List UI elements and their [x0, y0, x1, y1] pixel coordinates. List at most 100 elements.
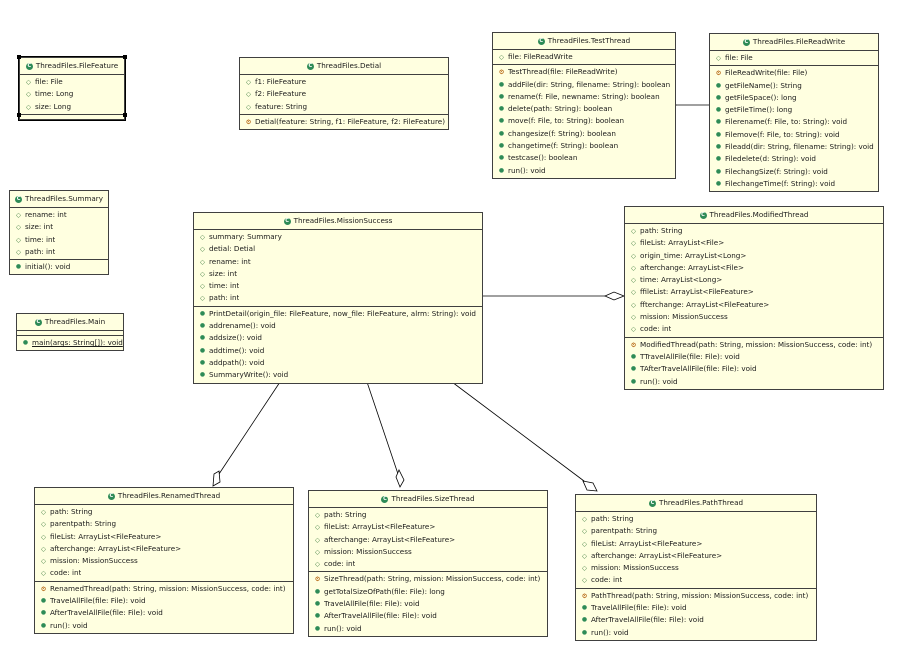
method-row[interactable]: ●testcase(): boolean: [493, 152, 675, 164]
attribute-row[interactable]: ◇ffterchange: ArrayList<FileFeature>: [625, 299, 883, 311]
attribute-row[interactable]: ◇code: int: [309, 558, 547, 570]
attribute-row[interactable]: ◇size: int: [10, 221, 108, 233]
attribute-row[interactable]: ◇path: String: [35, 506, 293, 518]
method-row[interactable]: ⚙Detial(feature: String, f1: FileFeature…: [240, 116, 448, 128]
method-row[interactable]: ●addFile(dir: String, filename: String):…: [493, 79, 675, 91]
attribute-row[interactable]: ◇file: File: [710, 52, 878, 64]
assoc-missionsuccess-renamedthread[interactable]: [218, 381, 281, 475]
attribute-row[interactable]: ◇mission: MissionSuccess: [625, 311, 883, 323]
attribute-row[interactable]: ◇path: int: [194, 292, 482, 304]
attribute-row[interactable]: ◇path: String: [625, 225, 883, 237]
method-row[interactable]: ●FilechangeTime(f: String): void: [710, 178, 878, 190]
attribute-row[interactable]: ◇mission: MissionSuccess: [35, 555, 293, 567]
method-row[interactable]: ●TAfterTravelAllFile(file: File): void: [625, 363, 883, 375]
method-row[interactable]: ●getFileTime(): long: [710, 104, 878, 116]
attribute-row[interactable]: ◇time: Long: [20, 88, 124, 100]
method-row[interactable]: ⚙RenamedThread(path: String, mission: Mi…: [35, 583, 293, 595]
method-row[interactable]: ●addtime(): void: [194, 345, 482, 357]
attribute-row[interactable]: ◇detial: Detial: [194, 243, 482, 255]
method-row[interactable]: ●run(): void: [309, 623, 547, 635]
selection-handle[interactable]: [17, 55, 21, 59]
attribute-row[interactable]: ◇time: int: [10, 234, 108, 246]
method-row[interactable]: ●PrintDetail(origin_file: FileFeature, n…: [194, 308, 482, 320]
method-row[interactable]: ●Filemove(f: File, to: String): void: [710, 129, 878, 141]
method-row[interactable]: ●changetime(f: String): boolean: [493, 140, 675, 152]
method-row[interactable]: ●addpath(): void: [194, 357, 482, 369]
method-row[interactable]: ●main(args: String[]): void: [17, 337, 123, 349]
attribute-row[interactable]: ◇afterchange: ArrayList<FileFeature>: [309, 534, 547, 546]
assoc-missionsuccess-paththread[interactable]: [451, 381, 589, 485]
method-row[interactable]: ●run(): void: [35, 620, 293, 632]
method-row[interactable]: ●initial(): void: [10, 261, 108, 273]
method-row[interactable]: ⚙SizeThread(path: String, mission: Missi…: [309, 573, 547, 585]
attribute-row[interactable]: ◇time: int: [194, 280, 482, 292]
method-row[interactable]: ●SummaryWrite(): void: [194, 369, 482, 381]
attribute-row[interactable]: ◇f1: FileFeature: [240, 76, 448, 88]
method-row[interactable]: ●changesize(f: String): boolean: [493, 128, 675, 140]
method-row[interactable]: ●TravelAllFile(file: File): void: [576, 602, 816, 614]
attribute-row[interactable]: ◇afterchange: ArrayList<FileFeature>: [576, 550, 816, 562]
attribute-row[interactable]: ◇rename: int: [10, 209, 108, 221]
attribute-row[interactable]: ◇parentpath: String: [35, 518, 293, 530]
attribute-row[interactable]: ◇fileList: ArrayList<FileFeature>: [309, 521, 547, 533]
method-row[interactable]: ●getFileSpace(): long: [710, 92, 878, 104]
attribute-row[interactable]: ◇path: String: [576, 513, 816, 525]
attribute-row[interactable]: ◇parentpath: String: [576, 525, 816, 537]
attribute-row[interactable]: ◇file: File: [20, 76, 124, 88]
attribute-row[interactable]: ◇fileList: ArrayList<FileFeature>: [35, 531, 293, 543]
attribute-row[interactable]: ◇mission: MissionSuccess: [576, 562, 816, 574]
method-row[interactable]: ●AfterTravelAllFile(file: File): void: [35, 607, 293, 619]
method-row[interactable]: ●addsize(): void: [194, 332, 482, 344]
method-row[interactable]: ●rename(f: File, newname: String): boole…: [493, 91, 675, 103]
attribute-row[interactable]: ◇fileList: ArrayList<FileFeature>: [576, 538, 816, 550]
assoc-missionsuccess-sizethread[interactable]: [366, 381, 399, 475]
method-row[interactable]: ●FilechangSize(f: String): void: [710, 166, 878, 178]
method-row[interactable]: ●run(): void: [576, 627, 816, 639]
method-row[interactable]: ●TravelAllFile(file: File): void: [35, 595, 293, 607]
method-row[interactable]: ●Fileadd(dir: String, filename: String):…: [710, 141, 878, 153]
method-row[interactable]: ●delete(path: String): boolean: [493, 103, 675, 115]
attribute-row[interactable]: ◇path: String: [309, 509, 547, 521]
selection-handle[interactable]: [17, 113, 21, 117]
attribute-row[interactable]: ◇mission: MissionSuccess: [309, 546, 547, 558]
selection-handle[interactable]: [123, 55, 127, 59]
attribute-row[interactable]: ◇code: int: [576, 574, 816, 586]
attribute-row[interactable]: ◇time: ArrayList<Long>: [625, 274, 883, 286]
method-row[interactable]: ●TravelAllFile(file: File): void: [309, 598, 547, 610]
attribute-row[interactable]: ◇code: int: [625, 323, 883, 335]
attribute-row[interactable]: ◇path: int: [10, 246, 108, 258]
attribute-row[interactable]: ◇file: FileReadWrite: [493, 51, 675, 63]
method-row[interactable]: ●AfterTravelAllFile(file: File): void: [576, 614, 816, 626]
method-row[interactable]: ⚙ModifiedThread(path: String, mission: M…: [625, 339, 883, 351]
method-row[interactable]: ●TTravelAllFile(file: File): void: [625, 351, 883, 363]
attribute-row[interactable]: ◇summary: Summary: [194, 231, 482, 243]
method-row[interactable]: ⚙PathThread(path: String, mission: Missi…: [576, 590, 816, 602]
method-row[interactable]: ●getTotalSizeOfPath(file: File): long: [309, 586, 547, 598]
attribute-row[interactable]: ◇afterchange: ArrayList<File>: [625, 262, 883, 274]
attribute-row[interactable]: ◇f2: FileFeature: [240, 88, 448, 100]
attribute-row[interactable]: ◇feature: String: [240, 101, 448, 113]
method-row[interactable]: ●run(): void: [493, 165, 675, 177]
attribute-row[interactable]: ◇afterchange: ArrayList<FileFeature>: [35, 543, 293, 555]
attribute-row[interactable]: ◇origin_time: ArrayList<Long>: [625, 250, 883, 262]
attribute-row[interactable]: ◇rename: int: [194, 256, 482, 268]
